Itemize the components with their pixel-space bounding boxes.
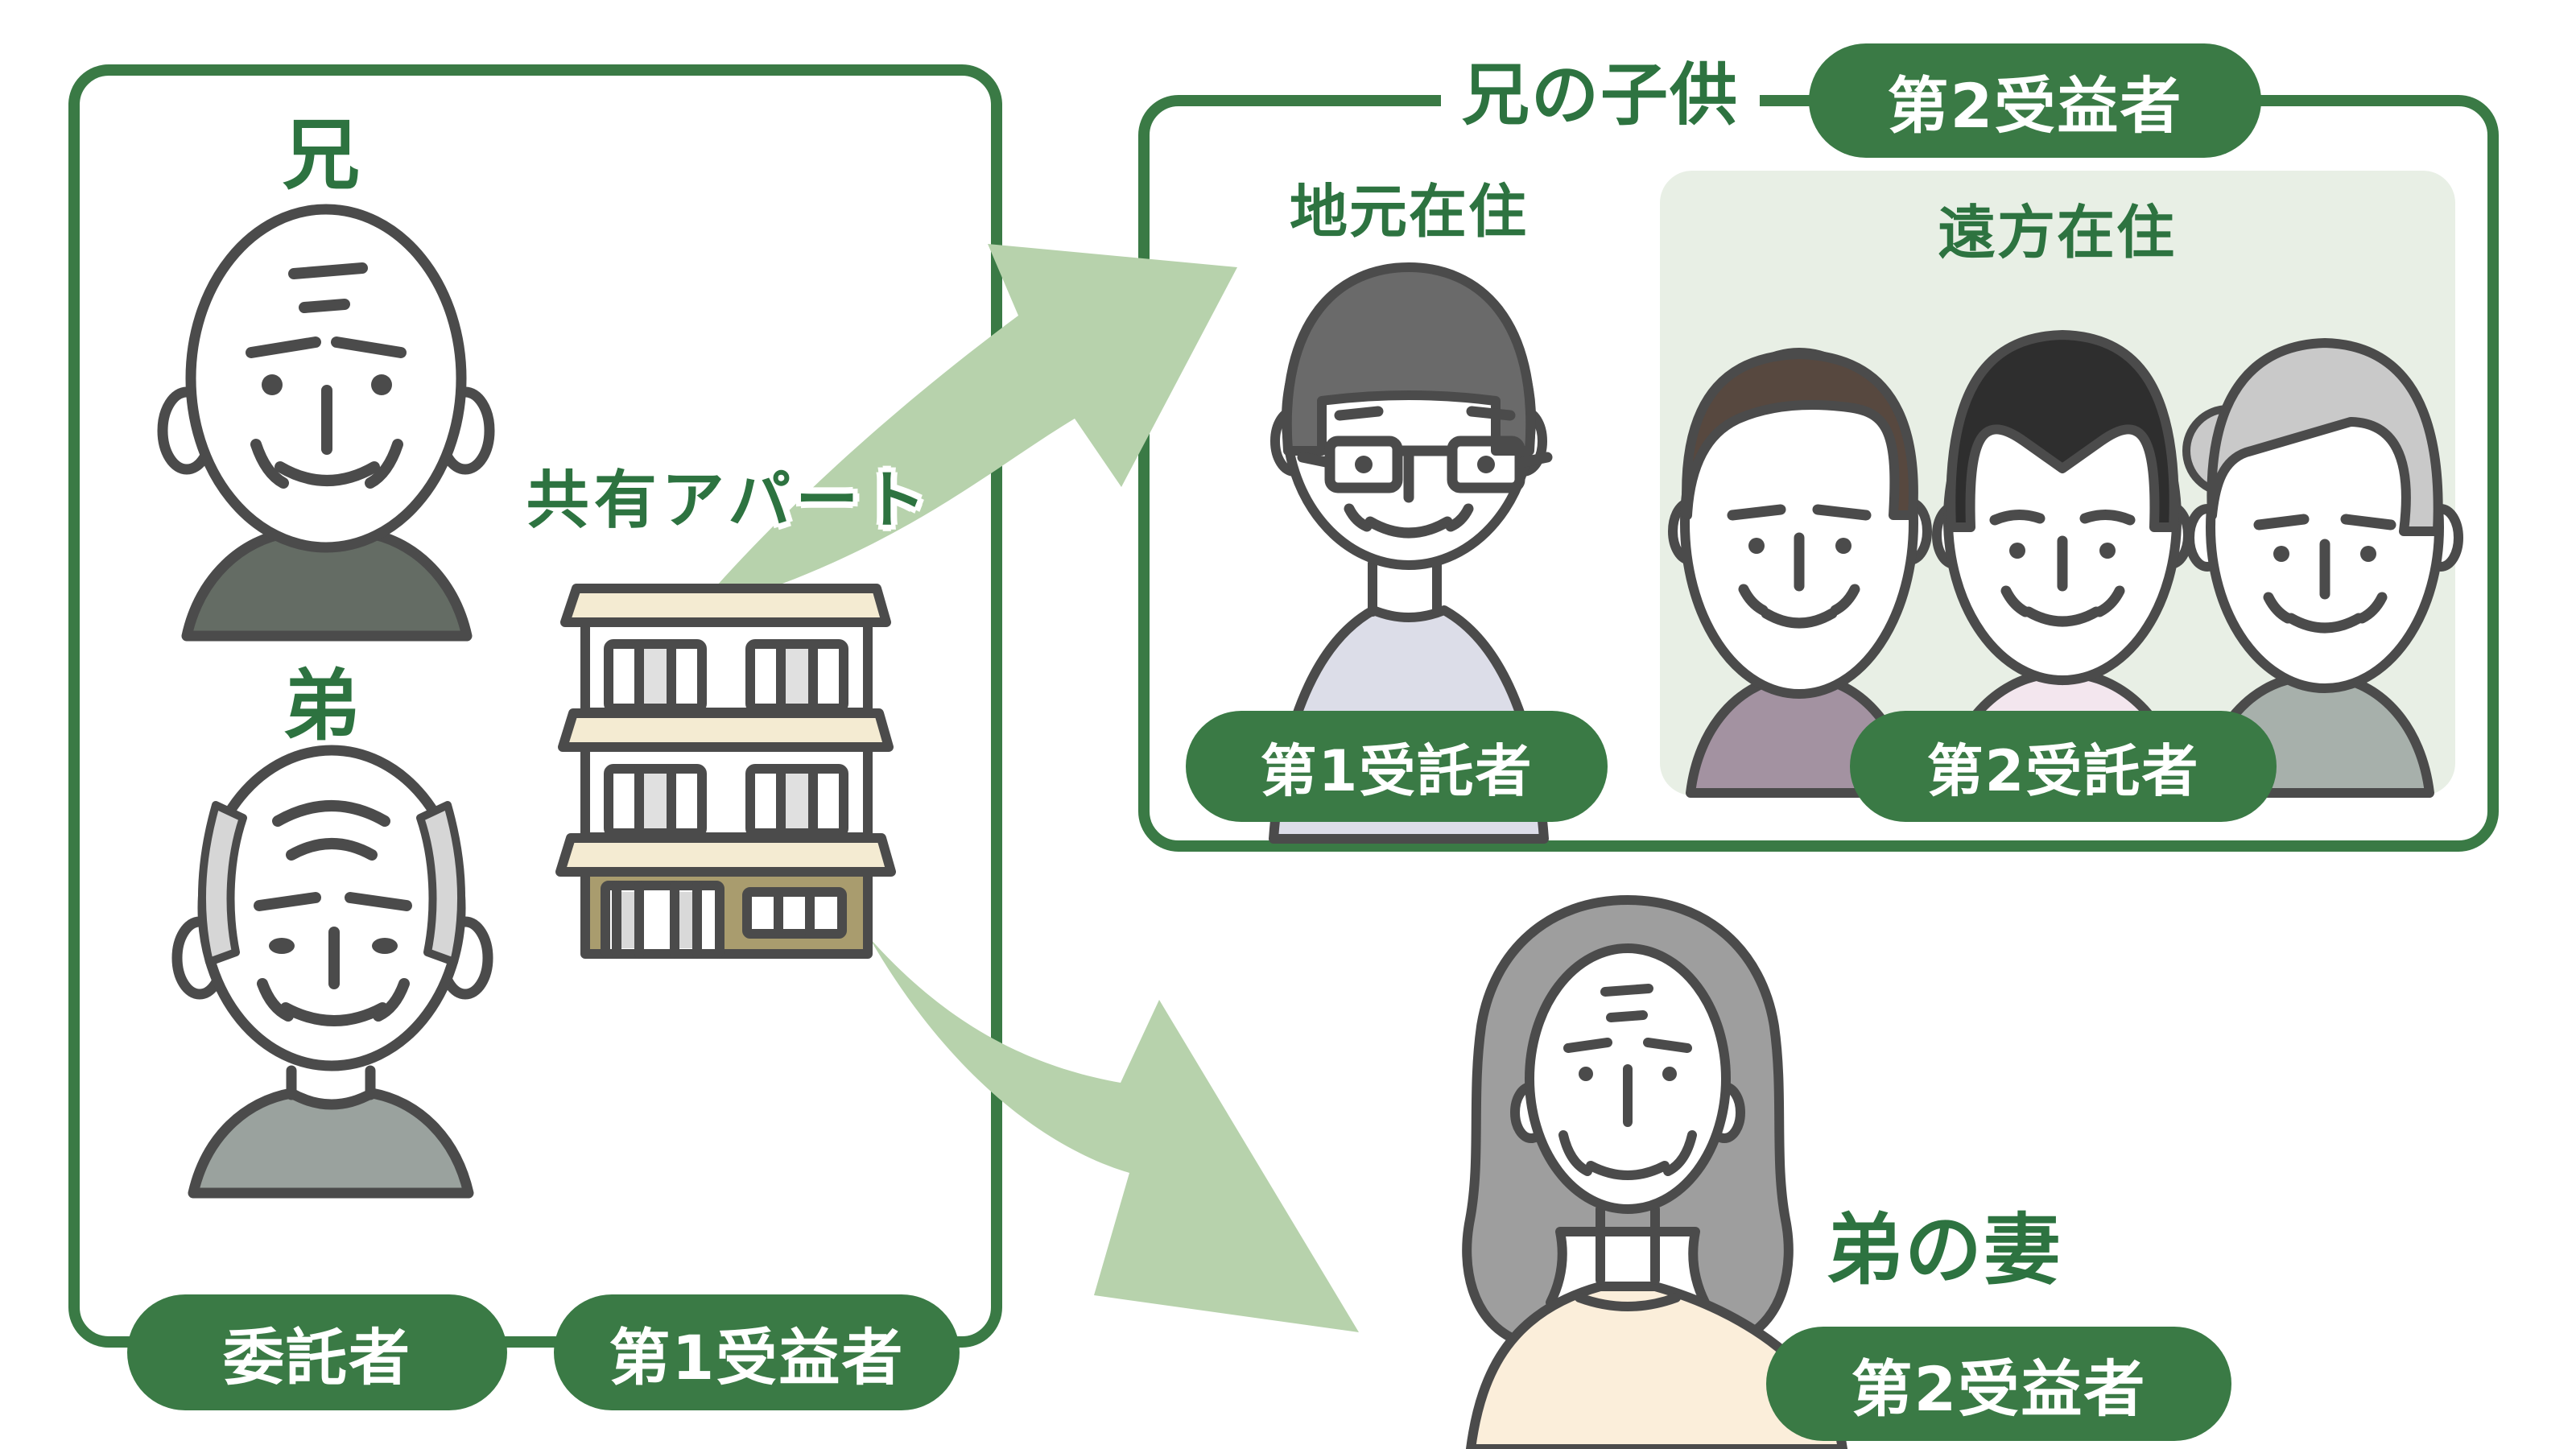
second-trustee-badge: 第2受託者: [1850, 711, 2277, 822]
second-beneficiary-badge-children: 第2受益者: [1809, 43, 2261, 158]
trustor-badge: 委託者: [127, 1294, 507, 1410]
older-brother-label: 兄: [283, 110, 361, 200]
second-beneficiary-badge-wife: 第2受益者: [1766, 1327, 2231, 1441]
local-resident-label: 地元在住: [1289, 178, 1528, 246]
shared-apartment-label: 共有アパート: [526, 464, 931, 537]
younger-brother-label: 弟: [283, 661, 361, 751]
left-family-box: [68, 64, 1002, 1348]
wife-label: 弟の妻: [1826, 1205, 2062, 1295]
children-box-title: 兄の子供: [1441, 56, 1761, 134]
remote-resident-label: 遠方在住: [1937, 199, 2176, 266]
first-trustee-badge: 第1受託者: [1186, 711, 1608, 822]
first-beneficiary-badge: 第1受益者: [554, 1294, 960, 1410]
